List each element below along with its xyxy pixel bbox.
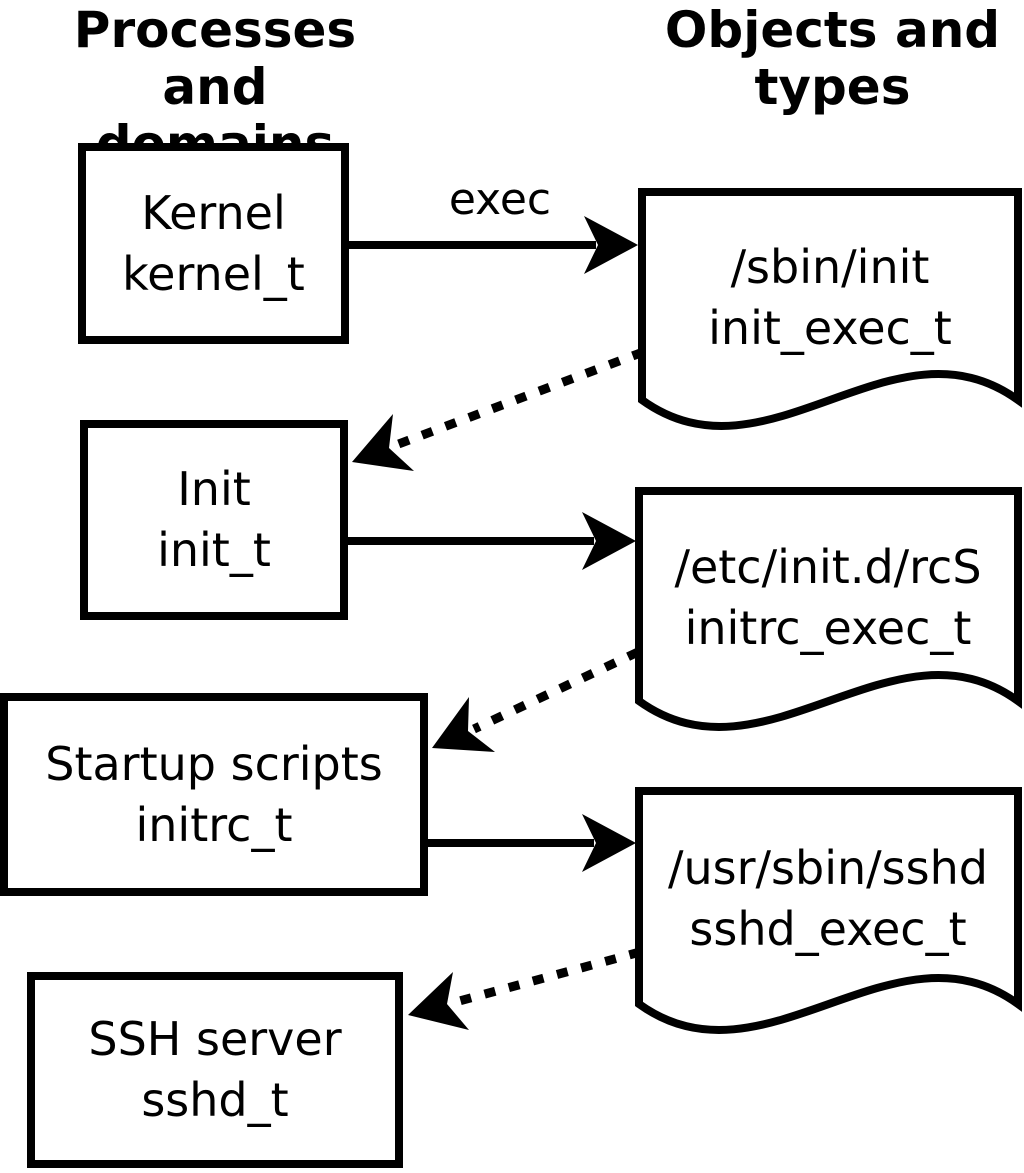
transition-arrow-etc-initd-rcs-to-initrc [432,647,640,752]
exec-arrow-kernel-to-sbin-init [348,216,638,274]
header-line: types [754,58,911,116]
transition-arrow-sbin-init-to-init [352,347,645,471]
process-name: Kernel [141,185,286,240]
header-line: Objects and [664,1,1001,59]
arrowhead-icon [432,697,495,752]
arrowhead-icon [408,972,469,1030]
arrowhead-icon [582,814,636,872]
domain-type-label: sshd_t [141,1073,289,1127]
file-object-label-sbin-init: /sbin/init init_exec_t [645,196,1015,400]
exec-arrow-label: exec [448,174,552,225]
header-line: Processes [73,1,357,59]
exec-arrow-initrc-to-usr-sbin-sshd [426,814,636,872]
exec-arrow-init-to-etc-initd-rcs [348,512,636,570]
domain-type-label: kernel_t [122,246,305,301]
file-type-label: init_exec_t [708,301,952,355]
process-box-startup-scripts: Startup scripts initrc_t [0,693,428,896]
arrowhead-icon [582,512,636,570]
column-header-objects-and-types: Objects and types [645,2,1020,116]
process-box-init: Init init_t [80,420,348,620]
file-type-label: initrc_exec_t [684,600,972,655]
process-name: Startup scripts [45,736,383,791]
arrowhead-icon [584,216,638,274]
file-object-shape-usr-sbin-sshd [635,787,1022,1034]
file-object-label-etc-initd-rcs: /etc/init.d/rcS initrc_exec_t [642,495,1014,700]
arrowhead-icon [352,414,414,471]
process-box-ssh-server: SSH server sshd_t [27,972,403,1168]
process-name: SSH server [88,1012,342,1067]
file-object-shape-etc-initd-rcs [635,487,1022,731]
file-object-shape-sbin-init [638,188,1022,430]
file-object-label-usr-sbin-sshd: /usr/sbin/sshd sshd_exec_t [642,795,1014,1003]
process-box-kernel: Kernel kernel_t [78,143,349,344]
process-name: Init [177,462,251,517]
file-path: /sbin/init [730,240,930,295]
file-type-label: sshd_exec_t [689,902,967,956]
file-path: /usr/sbin/sshd [668,841,988,896]
domain-type-label: init_t [157,523,271,577]
file-path: /etc/init.d/rcS [674,539,982,594]
transition-arrow-usr-sbin-sshd-to-sshd [408,947,642,1030]
domain-type-label: initrc_t [135,797,293,852]
